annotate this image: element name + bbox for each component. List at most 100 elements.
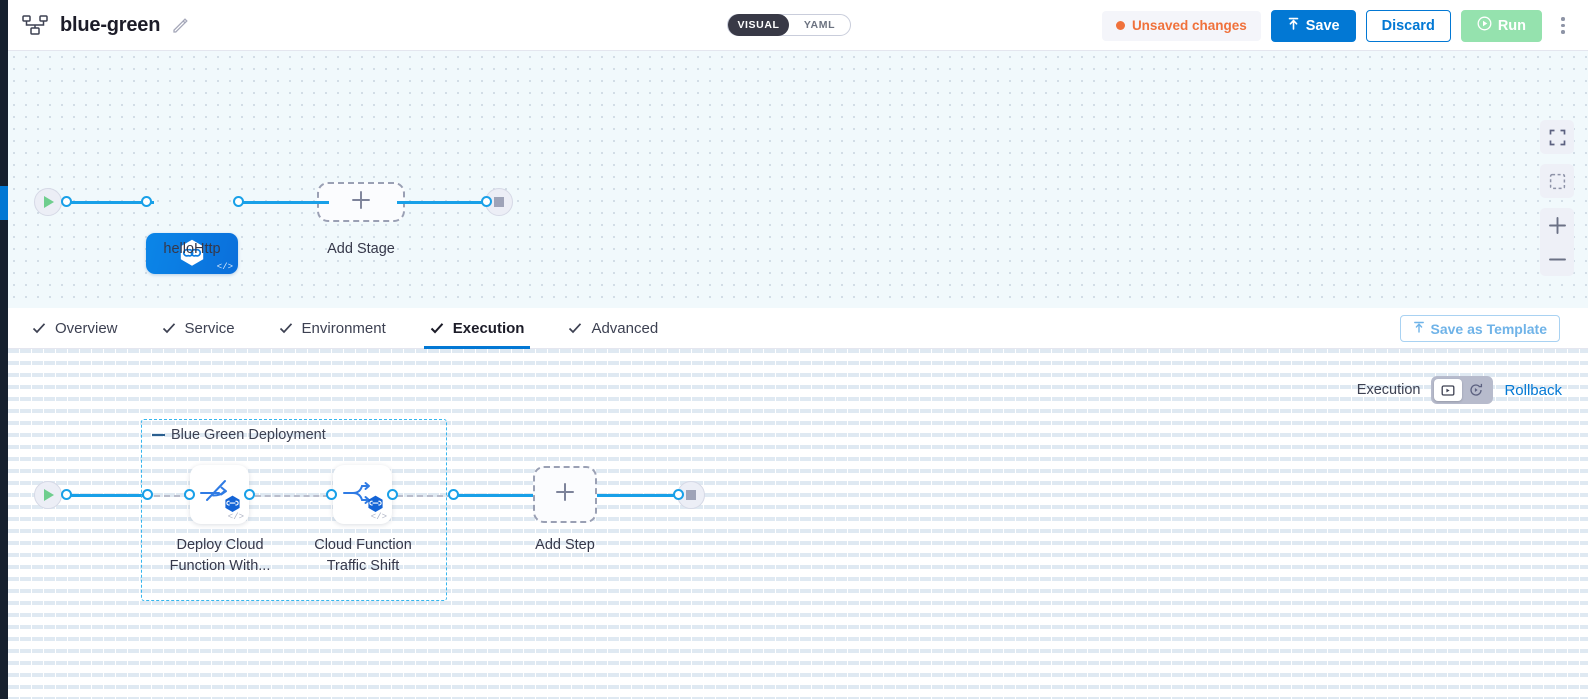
save-as-template-button[interactable]: Save as Template [1399,315,1560,342]
execution-start-node[interactable] [34,481,62,509]
stop-icon [686,490,696,500]
step-node-deploy-cloud-function[interactable]: </> [190,465,249,524]
tab-service-label: Service [184,319,235,337]
discard-button-label: Discard [1381,17,1435,34]
kebab-menu-icon[interactable] [1552,10,1574,42]
stage-code-tag: </> [216,262,233,272]
toggle-visual[interactable]: VISUAL [728,14,789,36]
unsaved-dot-icon [1115,21,1125,30]
stage-input-port[interactable] [141,196,152,207]
zoom-in-icon[interactable] [1540,208,1574,242]
step2-output-port[interactable] [387,489,398,500]
header-left-group: blue-green [0,14,189,37]
pipeline-start-node[interactable] [34,188,62,216]
step-group-header[interactable]: Blue Green Deployment [152,427,326,443]
run-button[interactable]: Run [1460,9,1542,42]
template-upload-icon [1413,321,1425,337]
fit-view-icon[interactable] [1540,164,1574,198]
pipeline-stages-canvas[interactable]: </> helloHttp Add Stage [8,51,1588,308]
step1-output-port[interactable] [244,489,255,500]
save-button-label: Save [1305,17,1340,34]
harness-hexagon-badge [368,495,383,512]
save-button[interactable]: Save [1270,9,1356,42]
execution-rollback-toggle[interactable] [1431,376,1494,404]
execution-steps-canvas[interactable]: Execution Rollback [8,349,1588,699]
edge-stage-to-addstage [236,201,329,204]
rollback-steps-icon[interactable] [1462,379,1490,401]
check-icon [279,321,293,335]
check-icon [568,321,582,335]
zoom-controls [1540,208,1574,276]
edge-start-to-group [64,494,150,497]
page-title: blue-green [60,13,161,36]
tab-environment[interactable]: Environment [279,308,386,349]
fullscreen-icon[interactable] [1540,120,1574,154]
left-rail-active-indicator [0,186,8,220]
check-icon [162,321,176,335]
discard-button[interactable]: Discard [1365,9,1451,42]
deploy-arrow-icon [200,480,227,501]
tab-overview-label: Overview [55,319,118,337]
pipeline-nodes-icon [22,14,48,36]
check-icon [430,321,444,335]
check-icon [32,321,46,335]
stop-icon [494,197,504,207]
group-entry-port[interactable] [142,489,153,500]
save-as-template-label: Save as Template [1430,320,1547,337]
tab-advanced[interactable]: Advanced [568,308,658,349]
step-node-cloud-function-traffic-shift[interactable]: </> [333,465,392,524]
edge-group-entry-dashed [154,495,190,497]
execution-mode-controls: Execution Rollback [1357,376,1562,404]
execution-end-port[interactable] [673,489,684,500]
play-icon [44,489,54,501]
header-actions: Unsaved changes Save Discard Run [1101,0,1574,51]
step-group-blue-green-deployment[interactable] [141,419,447,601]
start-node-port[interactable] [61,196,72,207]
step1-input-port[interactable] [184,489,195,500]
play-circle-icon [1477,16,1492,35]
edge-group-to-addstep [457,494,533,497]
step1-code-tag: </> [227,512,244,522]
tab-overview[interactable]: Overview [32,308,118,349]
pencil-icon[interactable] [172,17,189,34]
rollback-link[interactable]: Rollback [1504,381,1562,399]
add-step-label: Add Step [535,537,595,553]
tab-environment-label: Environment [301,319,386,337]
edge-step2-to-group-exit-dashed [397,495,453,497]
step1-label: Deploy Cloud Function With... [169,537,271,574]
execution-steps-icon[interactable] [1434,379,1463,401]
traffic-split-icon [343,482,370,504]
collapse-dash-icon[interactable] [152,433,165,437]
pipeline-section-tabs: Overview Service Environment Execution A… [8,308,1588,349]
upload-arrow-icon [1287,17,1300,35]
canvas-toolbar [1540,120,1574,276]
plus-icon [350,189,372,216]
view-mode-toggle[interactable]: VISUAL YAML [727,14,851,36]
step2-input-port[interactable] [326,489,337,500]
unsaved-changes-label: Unsaved changes [1131,18,1247,33]
unsaved-changes-badge: Unsaved changes [1101,10,1261,41]
harness-hexagon-badge [225,495,240,512]
stage-output-port[interactable] [233,196,244,207]
harness-hexagon-icon [180,239,204,266]
zoom-out-icon[interactable] [1540,242,1574,276]
play-icon [44,196,54,208]
stage-node-hellohttp[interactable]: </> [146,233,238,274]
group-exit-port[interactable] [448,489,459,500]
add-stage-button[interactable] [317,182,405,222]
end-node-port[interactable] [481,196,492,207]
toggle-yaml[interactable]: YAML [803,19,836,31]
edge-step1-to-step2-dashed [255,495,329,497]
execution-start-port[interactable] [61,489,72,500]
add-step-button[interactable] [533,466,597,523]
edge-start-to-stage [64,201,154,204]
add-stage-label: Add Stage [327,241,395,257]
edge-addstep-to-end [597,494,679,497]
tab-execution-label: Execution [452,319,525,337]
step2-code-tag: </> [370,512,387,522]
tab-execution[interactable]: Execution [423,308,531,349]
tab-service[interactable]: Service [162,308,235,349]
plus-icon [553,480,577,509]
edge-addstage-to-end [397,201,491,204]
